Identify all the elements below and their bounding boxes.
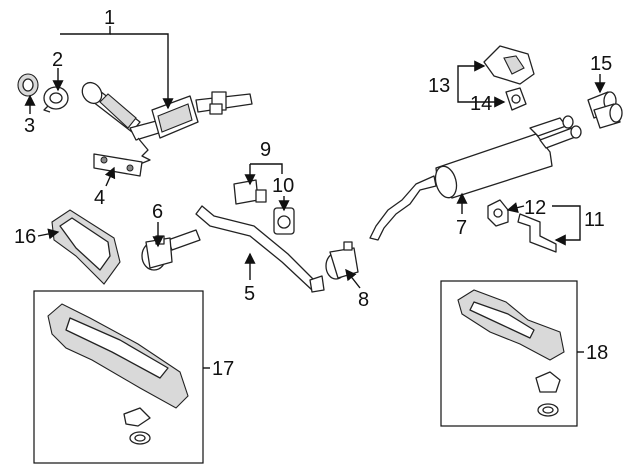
callout-4: 4 bbox=[94, 187, 105, 209]
callout-15: 15 bbox=[590, 53, 612, 75]
callout-11: 11 bbox=[584, 209, 605, 231]
callout-17: 17 bbox=[212, 358, 234, 380]
callout-13: 13 bbox=[428, 75, 450, 97]
callout-12: 12 bbox=[524, 197, 546, 219]
insulator-part-10[interactable] bbox=[273, 207, 295, 235]
intermediate-pipe[interactable] bbox=[167, 205, 325, 293]
callout-18: 18 bbox=[586, 342, 608, 364]
callout-labels: 1 2 3 4 5 6 7 8 9 10 11 12 13 14 15 16 1… bbox=[14, 7, 612, 380]
callout-1: 1 bbox=[104, 7, 115, 29]
callout-14: 14 bbox=[470, 93, 492, 115]
tail-pipe-tips[interactable] bbox=[587, 91, 623, 129]
callout-2: 2 bbox=[52, 49, 63, 71]
callout-10: 10 bbox=[272, 175, 294, 197]
catalytic-converter-assembly[interactable] bbox=[78, 79, 253, 165]
muffler-part[interactable] bbox=[369, 115, 582, 241]
insulator-part-12[interactable] bbox=[487, 199, 509, 227]
hanger-bracket-11[interactable] bbox=[517, 213, 557, 253]
callout-6: 6 bbox=[152, 201, 163, 223]
insulator-part-14[interactable] bbox=[505, 87, 527, 111]
callout-8: 8 bbox=[358, 289, 369, 311]
callout-9: 9 bbox=[260, 139, 271, 161]
callout-7: 7 bbox=[456, 217, 467, 239]
clamp-part[interactable] bbox=[43, 86, 69, 113]
bracket-part[interactable] bbox=[93, 153, 143, 177]
gasket-part[interactable] bbox=[17, 73, 39, 97]
callout-5: 5 bbox=[244, 283, 255, 305]
mounting-bracket-13[interactable] bbox=[483, 45, 535, 85]
callout-16: 16 bbox=[14, 226, 36, 248]
pipe-clamp-8[interactable] bbox=[325, 241, 359, 280]
pipe-clamp-6[interactable] bbox=[141, 235, 173, 271]
heat-shield-box-18[interactable] bbox=[440, 280, 578, 427]
heat-shield-16[interactable] bbox=[51, 209, 121, 285]
heat-shield-box-17[interactable] bbox=[33, 290, 204, 464]
leader-lines bbox=[24, 26, 606, 369]
callout-3: 3 bbox=[24, 115, 35, 137]
